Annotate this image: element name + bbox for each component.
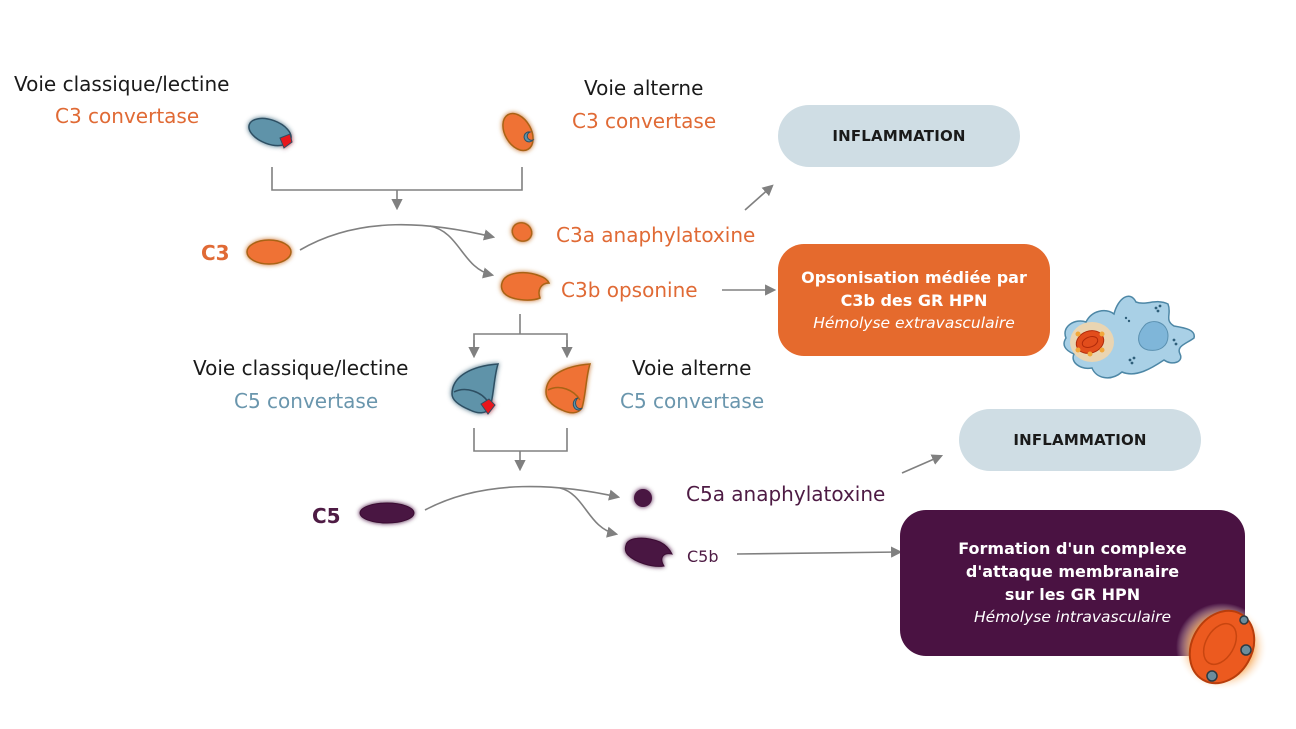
c3-label: C3 (201, 241, 230, 265)
opsonisation-subtitle: Hémolyse extravasculaire (813, 313, 1015, 332)
mac-line2: d'attaque membranaire (965, 562, 1180, 581)
opsonisation-box: Opsonisation médiée par C3b des GR HPN H… (778, 244, 1050, 356)
macrophage-icon (1063, 295, 1195, 379)
classic-pathway-c5-label: Voie classique/lectine (193, 356, 409, 380)
alternative-pathway-c5-label: Voie alterne (632, 356, 752, 380)
classic-c3-convertase-label: C3 convertase (55, 104, 200, 128)
c5b-label: C5b (687, 547, 719, 566)
c3b-label: C3b opsonine (561, 278, 698, 302)
c3a-to-inflammation-arrow (744, 184, 774, 211)
red-blood-cell-icon (1176, 603, 1268, 691)
mac-line3: sur les GR HPN (1004, 585, 1141, 604)
c5-convertase-split-connector (468, 314, 573, 359)
opsonisation-line2: C3b des GR HPN (840, 290, 988, 310)
c3-convertase-merge-connector (271, 167, 523, 211)
c3b-molecule-icon (500, 271, 551, 301)
classic-c3-convertase-icon (248, 117, 293, 149)
c5a-to-inflammation-arrow (901, 454, 944, 474)
inflammation-c3a-text: INFLAMMATION (832, 127, 966, 145)
classic-pathway-label: Voie classique/lectine (14, 72, 230, 96)
alternative-c3-convertase-icon (502, 112, 535, 152)
alternative-c5-convertase-icon (545, 363, 592, 414)
alternative-c3-convertase-label: C3 convertase (572, 109, 717, 133)
mac-box: Formation d'un complexe d'attaque membra… (900, 510, 1245, 656)
classic-c5-convertase-icon (451, 363, 500, 415)
alternative-pathway-label: Voie alterne (584, 76, 704, 100)
c5a-molecule-icon (634, 489, 652, 507)
c5-convertase-merge-connector (473, 428, 568, 472)
c5-molecule-icon (359, 502, 415, 524)
c3a-molecule-icon (511, 221, 533, 243)
c5-label: C5 (312, 504, 341, 528)
mac-subtitle: Hémolyse intravasculaire (974, 608, 1171, 626)
c3a-label: C3a anaphylatoxine (556, 223, 756, 247)
classic-c5-convertase-label: C5 convertase (234, 389, 379, 413)
c5-cleavage-arrows (424, 485, 621, 538)
inflammation-c5a-pill: INFLAMMATION (959, 409, 1201, 471)
alternative-c5-convertase-label: C5 convertase (620, 389, 765, 413)
c3-cleavage-arrows (299, 223, 496, 279)
inflammation-c3a-pill: INFLAMMATION (778, 105, 1020, 167)
inflammation-c5a-text: INFLAMMATION (1013, 431, 1147, 449)
c5a-label: C5a anaphylatoxine (686, 482, 886, 506)
c5b-to-mac-arrow (736, 546, 903, 558)
c5b-molecule-icon (624, 537, 673, 567)
c3-molecule-icon (246, 239, 292, 265)
mac-line1: Formation d'un complexe (958, 539, 1187, 558)
opsonisation-line1: Opsonisation médiée par (801, 267, 1027, 287)
